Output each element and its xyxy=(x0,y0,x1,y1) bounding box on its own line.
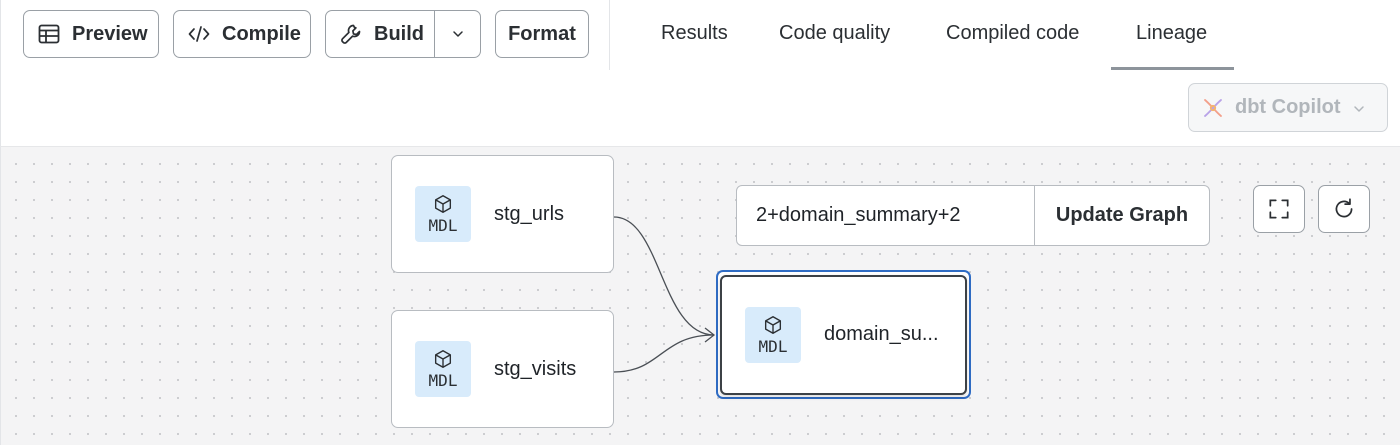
tab-lineage[interactable]: Lineage xyxy=(1136,22,1208,44)
refresh-icon xyxy=(1335,198,1353,218)
build-button[interactable]: Build xyxy=(374,22,424,45)
refresh-button[interactable] xyxy=(1318,185,1370,233)
edge-stg-visits xyxy=(613,334,715,373)
node-name: domain_su... xyxy=(824,323,939,345)
cube-icon xyxy=(434,195,452,213)
copilot-logo-icon xyxy=(1201,96,1225,120)
edge-stg-urls xyxy=(613,216,715,336)
fullscreen-icon xyxy=(1269,199,1289,219)
code-icon xyxy=(186,21,212,47)
lineage-node-domain-summary[interactable]: MDL domain_su... xyxy=(716,270,971,399)
node-name: stg_visits xyxy=(494,357,577,380)
build-divider xyxy=(434,11,435,57)
chevron-down-icon[interactable] xyxy=(446,22,470,46)
cube-icon xyxy=(434,350,452,368)
lineage-canvas[interactable]: MDL stg_urls MDL stg_visits MDL domain_s… xyxy=(0,146,1400,445)
format-button[interactable]: Format xyxy=(495,10,589,58)
editor-toolbar: Preview Compile Build Format Results Cod… xyxy=(0,0,1400,146)
copilot-label: dbt Copilot xyxy=(1235,96,1341,118)
graph-selector: Update Graph xyxy=(736,185,1210,246)
copilot-button[interactable]: dbt Copilot xyxy=(1188,83,1388,132)
model-badge: MDL xyxy=(745,306,801,363)
model-badge: MDL xyxy=(415,341,471,397)
update-graph-button[interactable]: Update Graph xyxy=(1034,186,1209,245)
model-badge: MDL xyxy=(415,186,471,242)
lineage-node-stg-visits[interactable]: MDL stg_visits xyxy=(391,310,614,428)
fullscreen-button[interactable] xyxy=(1253,185,1305,233)
cube-icon xyxy=(764,315,782,334)
lineage-edges xyxy=(613,216,716,373)
active-tab-indicator xyxy=(1111,67,1234,70)
compile-button[interactable]: Compile xyxy=(173,10,311,58)
model-badge-label: MDL xyxy=(758,336,788,356)
selector-input[interactable] xyxy=(737,186,1034,245)
edge-arrowhead xyxy=(704,327,716,343)
tab-code-quality[interactable]: Code quality xyxy=(779,22,891,44)
tab-compiled-code[interactable]: Compiled code xyxy=(946,22,1080,44)
model-badge-label: MDL xyxy=(428,216,458,235)
compile-label: Compile xyxy=(222,22,301,45)
chevron-down-icon xyxy=(1351,100,1367,116)
lineage-node-stg-urls[interactable]: MDL stg_urls xyxy=(391,155,614,273)
tab-results[interactable]: Results xyxy=(661,22,728,44)
toolbar-divider xyxy=(609,0,610,70)
wrench-icon xyxy=(338,21,364,47)
node-name: stg_urls xyxy=(494,202,565,225)
table-icon xyxy=(36,21,62,47)
preview-label: Preview xyxy=(72,22,148,45)
preview-button[interactable]: Preview xyxy=(23,10,159,58)
model-badge-label: MDL xyxy=(428,371,458,390)
selected-node-body: MDL domain_su... xyxy=(720,274,967,395)
build-button-group: Build xyxy=(325,10,481,58)
